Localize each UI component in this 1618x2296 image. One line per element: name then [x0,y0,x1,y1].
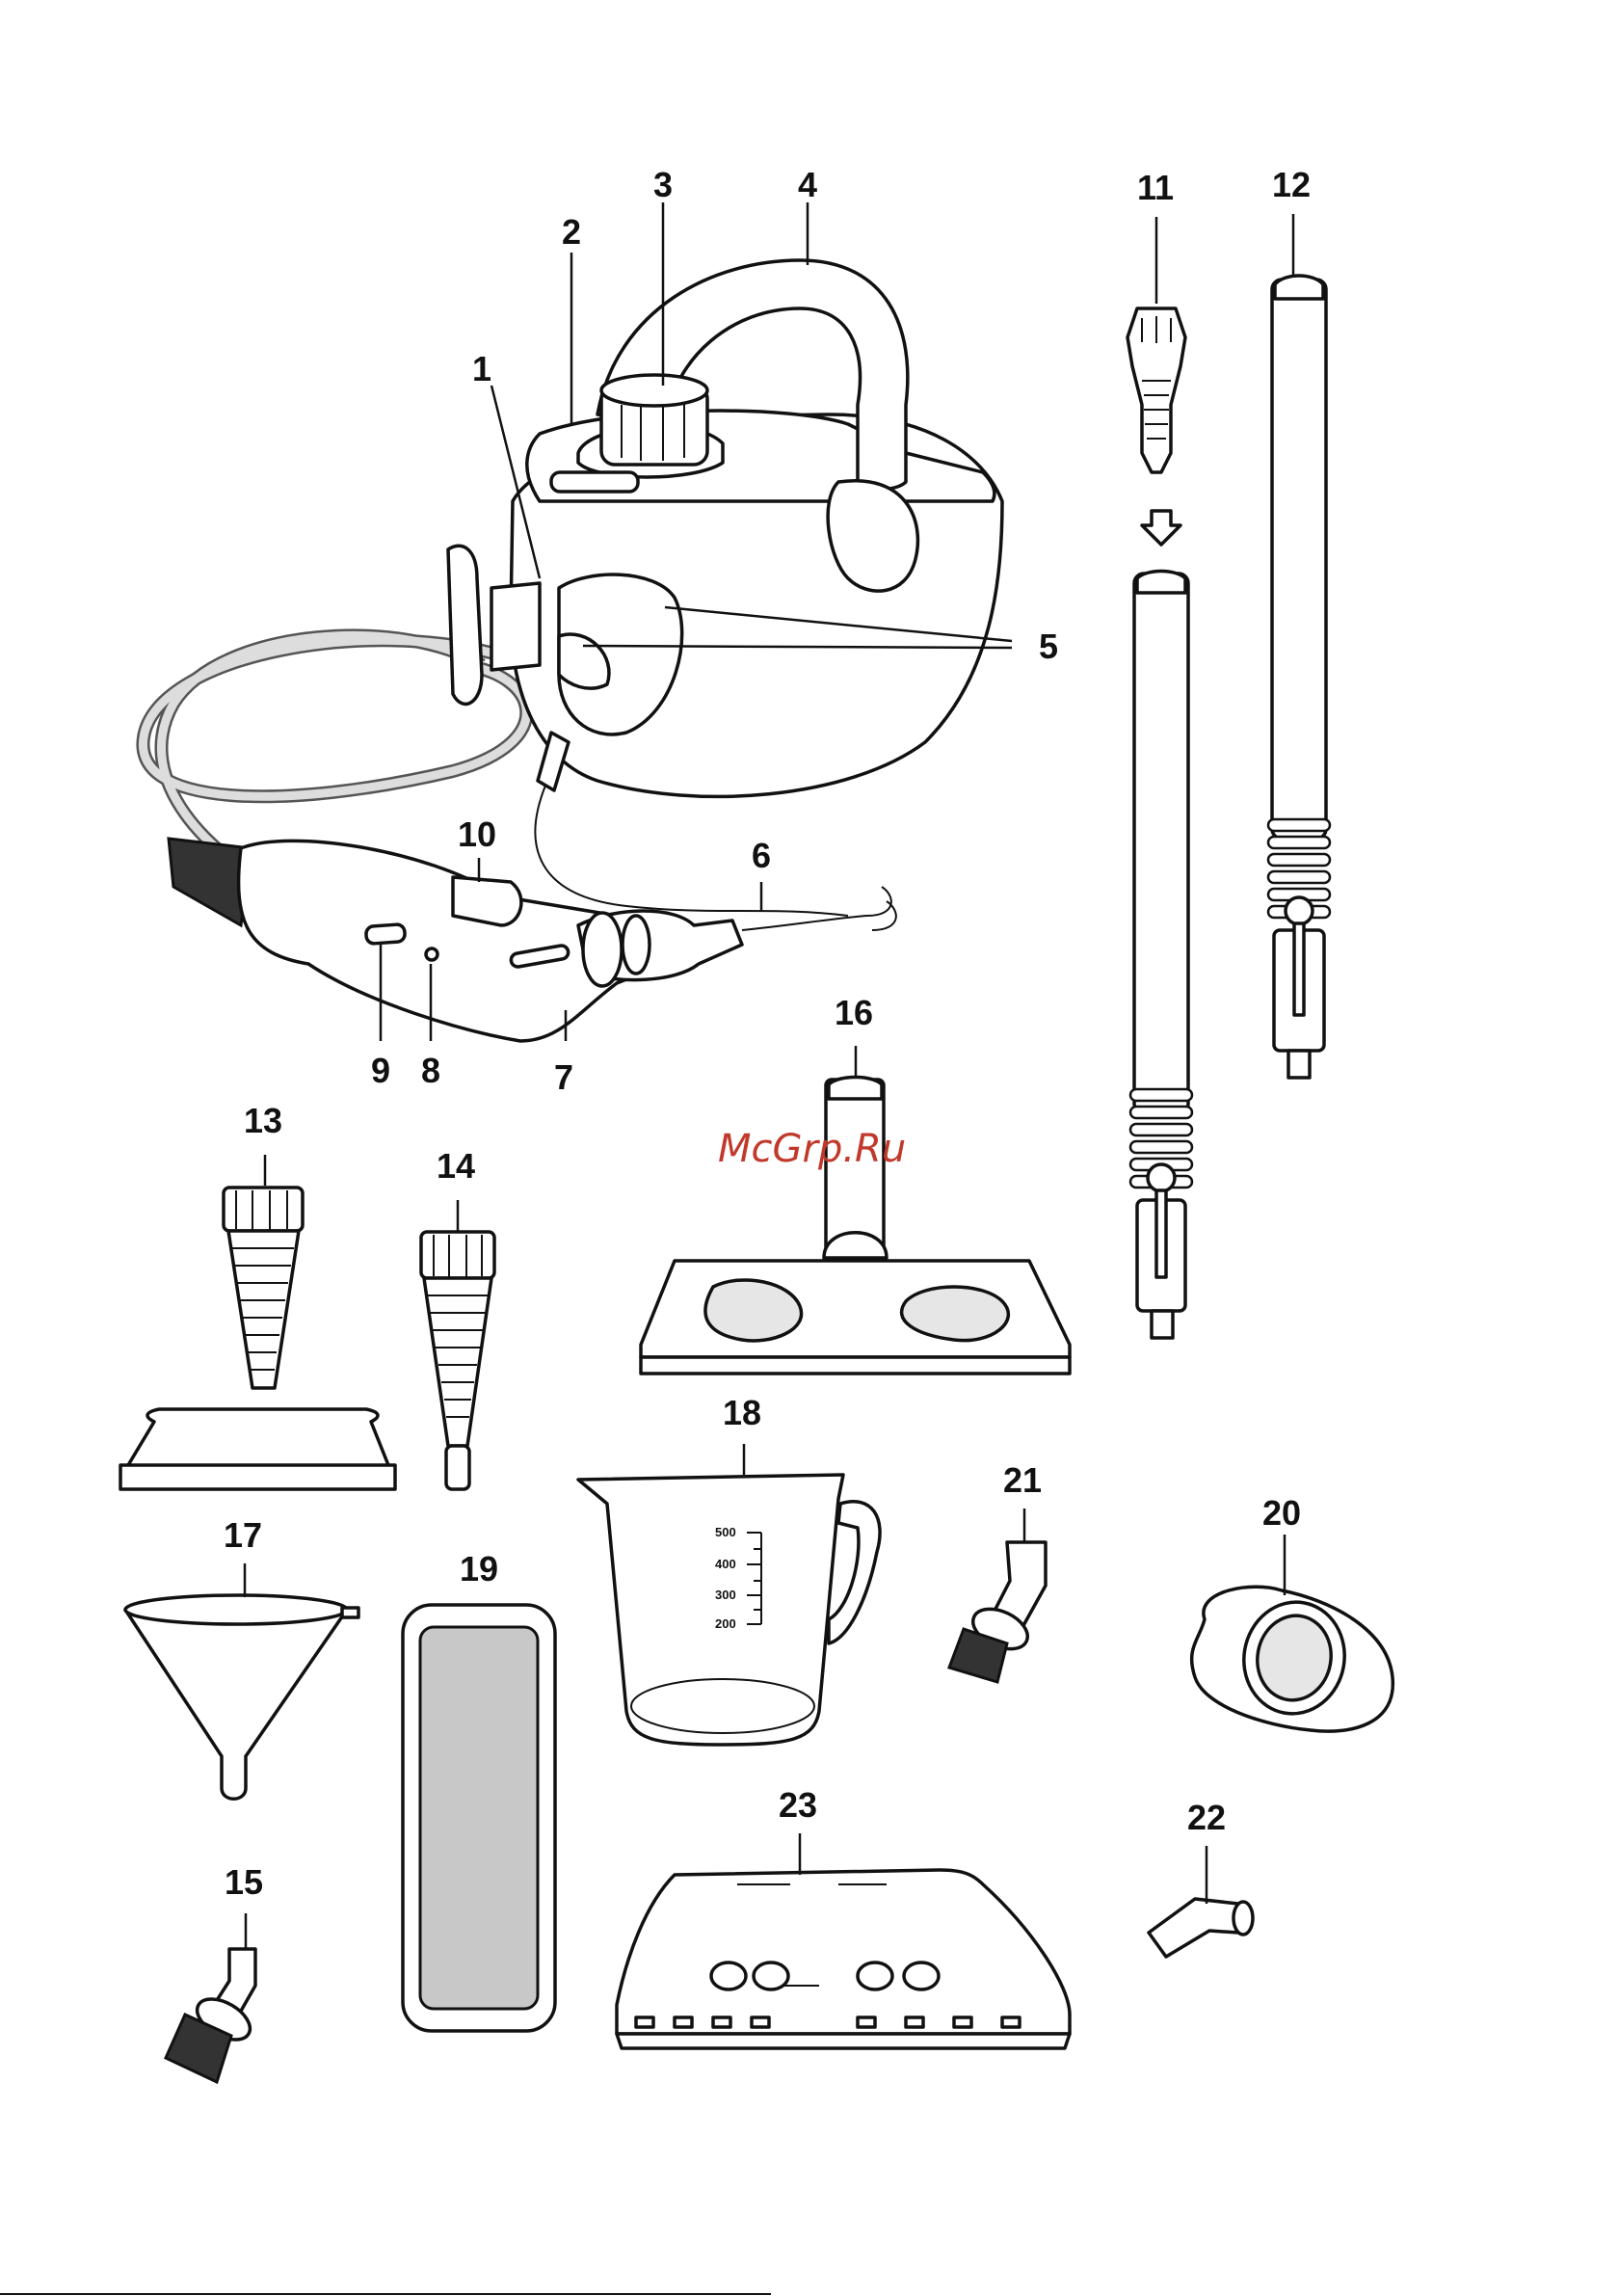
callout-9: 9 [371,1051,390,1090]
callout-4: 4 [798,165,817,204]
callout-22: 22 [1187,1798,1226,1837]
callout-13: 13 [244,1101,282,1140]
scale-mark-500: 500 [715,1525,736,1539]
mop-bonnet [1192,1587,1393,1731]
scale-mark-200: 200 [715,1616,736,1631]
callout-1: 1 [472,349,491,388]
cone-nozzle [421,1232,494,1489]
callout-8: 8 [421,1051,440,1090]
watermark: McGrp.Ru [718,1127,906,1171]
callout-3: 3 [653,165,673,204]
angled-brush [166,1949,256,2082]
callout-6: 6 [752,836,771,875]
callout-7: 7 [554,1057,573,1097]
steam-gun [169,839,896,1041]
callout-11: 11 [1137,168,1174,207]
extension-tube-lower [1130,572,1192,1339]
callout-19: 19 [460,1549,498,1589]
angled-nozzle [1149,1899,1253,1957]
callout-15: 15 [225,1862,263,1902]
round-brush-small [949,1542,1046,1682]
callout-14: 14 [437,1146,475,1186]
callout-20: 20 [1262,1493,1301,1533]
adapter-11 [1127,308,1185,545]
callout-16: 16 [835,993,873,1032]
floor-head-large [641,1078,1070,1375]
callout-21: 21 [1003,1460,1042,1500]
callout-12: 12 [1272,165,1311,204]
callout-10: 10 [458,814,496,854]
callout-5: 5 [1039,627,1058,666]
callout-2: 2 [562,212,581,252]
microfibre-cloth [403,1605,555,2031]
floor-nozzle-small [120,1188,395,1489]
extension-tube-upper [1268,276,1330,1078]
callout-23: 23 [779,1785,817,1825]
funnel [125,1595,358,1799]
window-cleaner-frame [617,1870,1070,2048]
callout-17: 17 [224,1515,262,1555]
callout-18: 18 [723,1393,761,1432]
scale-mark-300: 300 [715,1588,736,1602]
measuring-jug: 500 400 300 200 [578,1475,880,1745]
scale-mark-400: 400 [715,1557,736,1571]
